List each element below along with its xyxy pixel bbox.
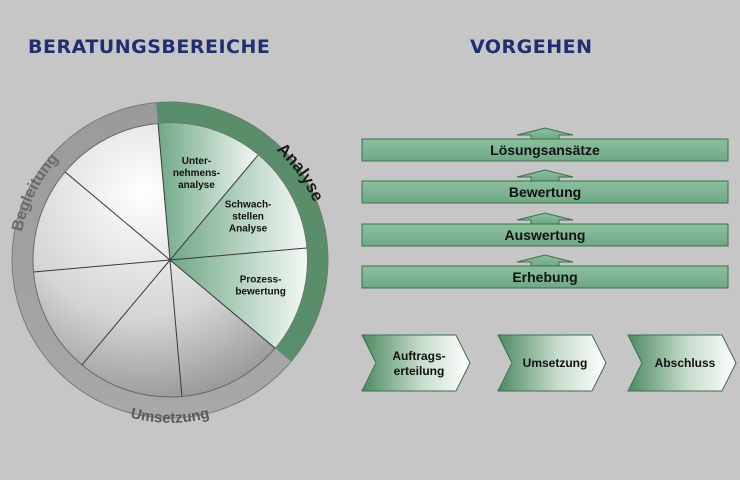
segment-divider [169,259,276,349]
segment-divider [169,259,183,397]
segment-label: Unter-nehmens-analyse [173,156,220,191]
segment-divider [64,171,171,261]
chevron-shape [497,334,607,392]
chevron-label: Umsetzung [523,356,588,370]
step-arrow [505,254,585,267]
segment-label: Prozess-bewertung [235,275,286,298]
segment-divider [33,259,171,273]
chevron-shape [361,334,471,392]
vorgehen-heading: VORGEHEN [470,36,593,58]
pie-segment [170,155,307,260]
segment-divider [157,123,171,261]
pie-segment [170,248,307,349]
segment-divider [81,259,171,366]
segment-divider [169,154,259,261]
step-box [361,265,729,289]
beratungsbereiche-heading: BERATUNGSBEREICHE [28,36,271,58]
step-arrow [505,169,585,182]
step-arrow [505,212,585,225]
process-steps: LösungsansätzeBewertungAuswertungErhebun… [361,127,729,289]
pie-segment [158,123,259,260]
step-box [361,138,729,162]
step-box [361,223,729,247]
chevron-label: Abschluss [655,356,716,370]
chevron-label: Auftrags-erteilung [392,349,445,378]
step-box [361,180,729,204]
analyse-ring-arc [156,102,329,362]
analyse-ring-segment [156,102,329,362]
segment-divider [169,247,307,261]
step-arrow [505,127,585,140]
step-label: Auswertung [505,227,586,243]
chevron-shape [627,334,737,392]
step-label: Lösungsansätze [490,142,600,158]
step-label: Bewertung [509,184,581,200]
ring-label-umsetzung: Umsetzung [129,405,211,427]
step-label: Erhebung [512,269,577,285]
phase-chevrons: Auftrags-erteilung Umsetzung Abschluss [361,334,737,392]
